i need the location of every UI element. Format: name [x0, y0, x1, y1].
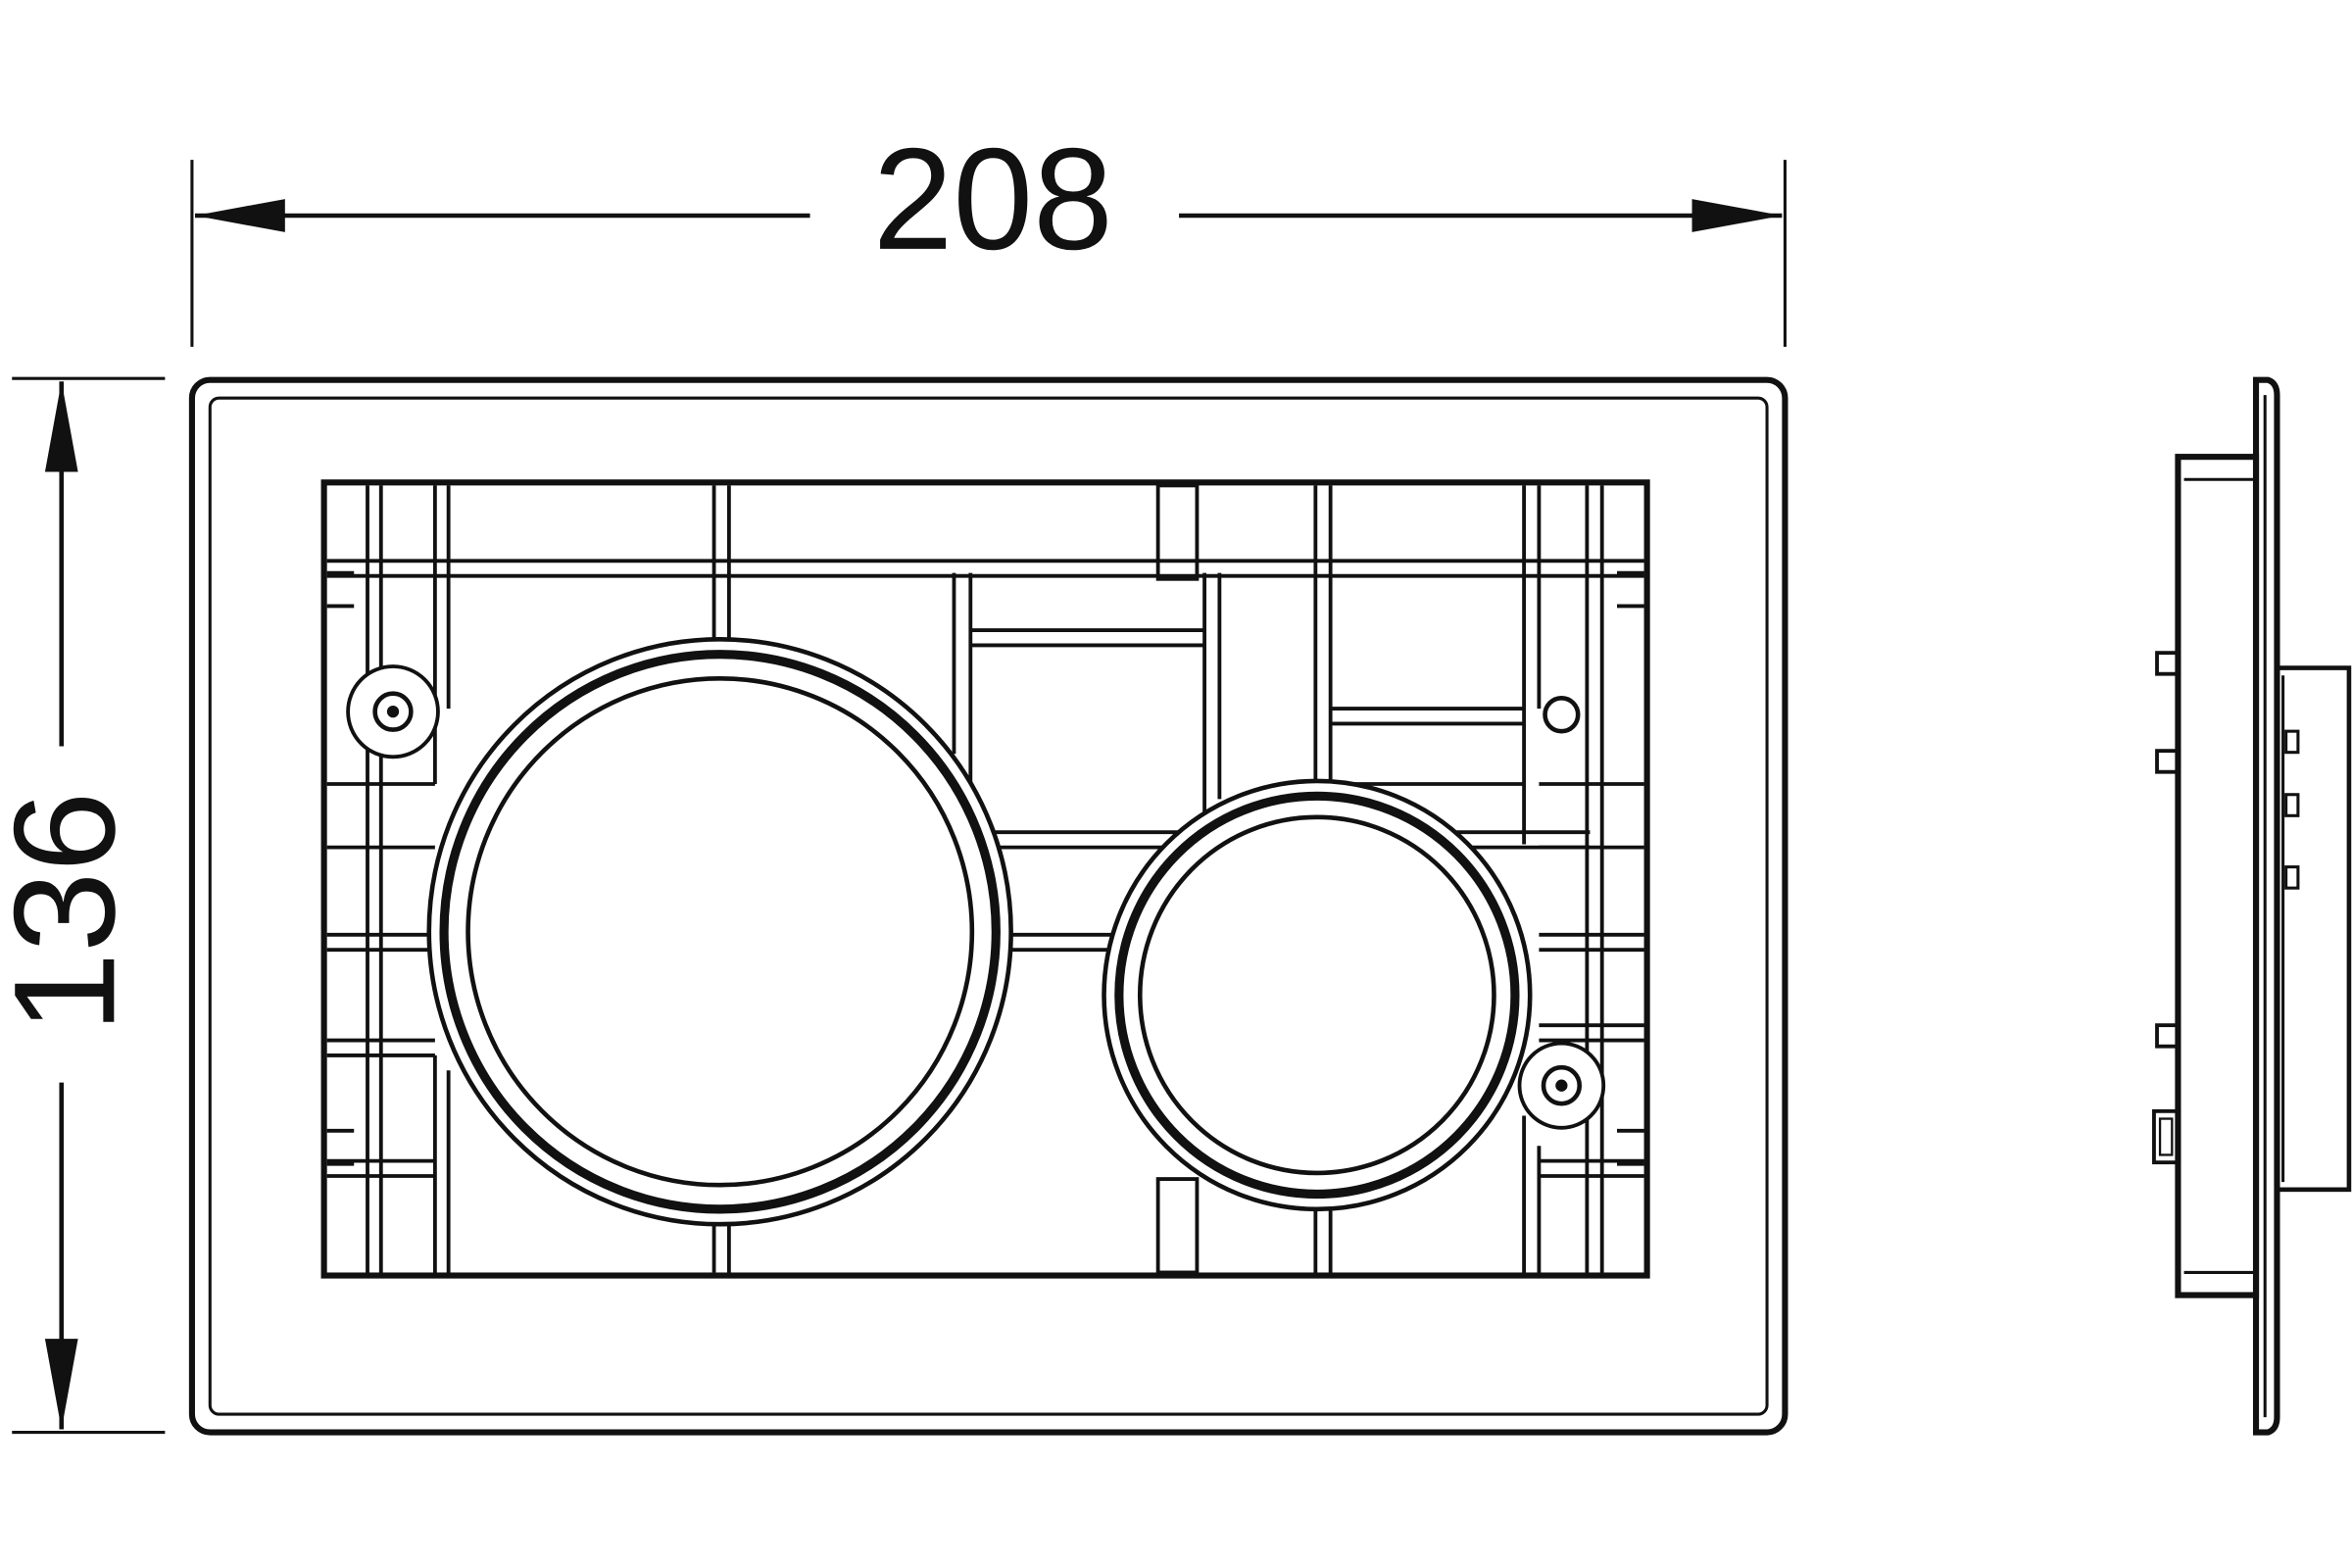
front-view: [188, 376, 1788, 1436]
width-dimension: 208: [190, 120, 1787, 347]
height-arrow-top: [44, 381, 78, 472]
small-flush-button: [1102, 778, 1533, 1212]
height-dimension: 136: [0, 376, 166, 1435]
frame-opening: [320, 479, 1650, 1279]
width-arrow-left: [194, 199, 285, 232]
side-view: [2152, 376, 2352, 1436]
frame-ribs: [326, 483, 1644, 1275]
plate-inner-edge: [208, 396, 1769, 1416]
plate-outer-edge: [188, 376, 1788, 1436]
width-dimension-label: 208: [873, 120, 1113, 280]
side-frame-body: [2175, 454, 2260, 1298]
screw-boss-bottom-right: [1517, 1041, 1606, 1130]
screw-boss-top-left: [346, 664, 440, 760]
large-flush-button: [426, 637, 1013, 1227]
screw-boss-top-right: [1543, 696, 1581, 734]
side-rear-mechanism: [2275, 665, 2352, 1193]
width-arrow-right: [1691, 199, 1783, 232]
height-dimension-label: 136: [0, 792, 145, 1033]
height-arrow-bottom: [44, 1339, 78, 1430]
